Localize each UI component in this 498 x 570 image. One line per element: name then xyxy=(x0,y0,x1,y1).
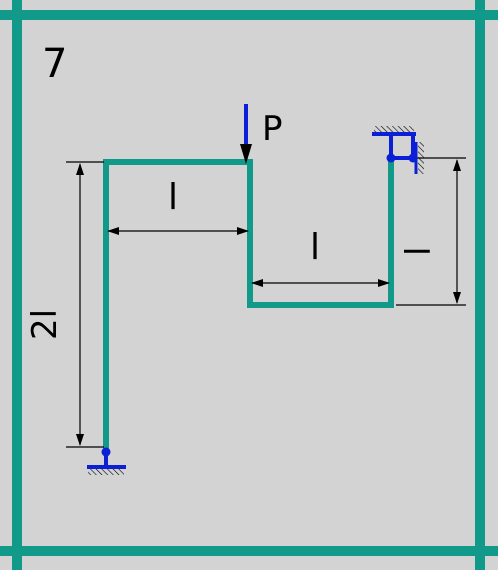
label-height-left: 2l xyxy=(25,308,65,340)
frame-members xyxy=(103,155,394,455)
label-height-right: l xyxy=(399,246,439,256)
problem-number: 7 xyxy=(42,41,68,87)
roller-support-top xyxy=(372,126,424,174)
pin-support-bottom xyxy=(87,447,126,475)
dimension-lines xyxy=(66,157,466,448)
force-arrow xyxy=(240,104,252,164)
label-span-right: l xyxy=(310,227,321,268)
frame-polyline xyxy=(103,155,394,455)
label-span-left: l xyxy=(168,177,179,218)
load-label: P xyxy=(262,109,283,149)
